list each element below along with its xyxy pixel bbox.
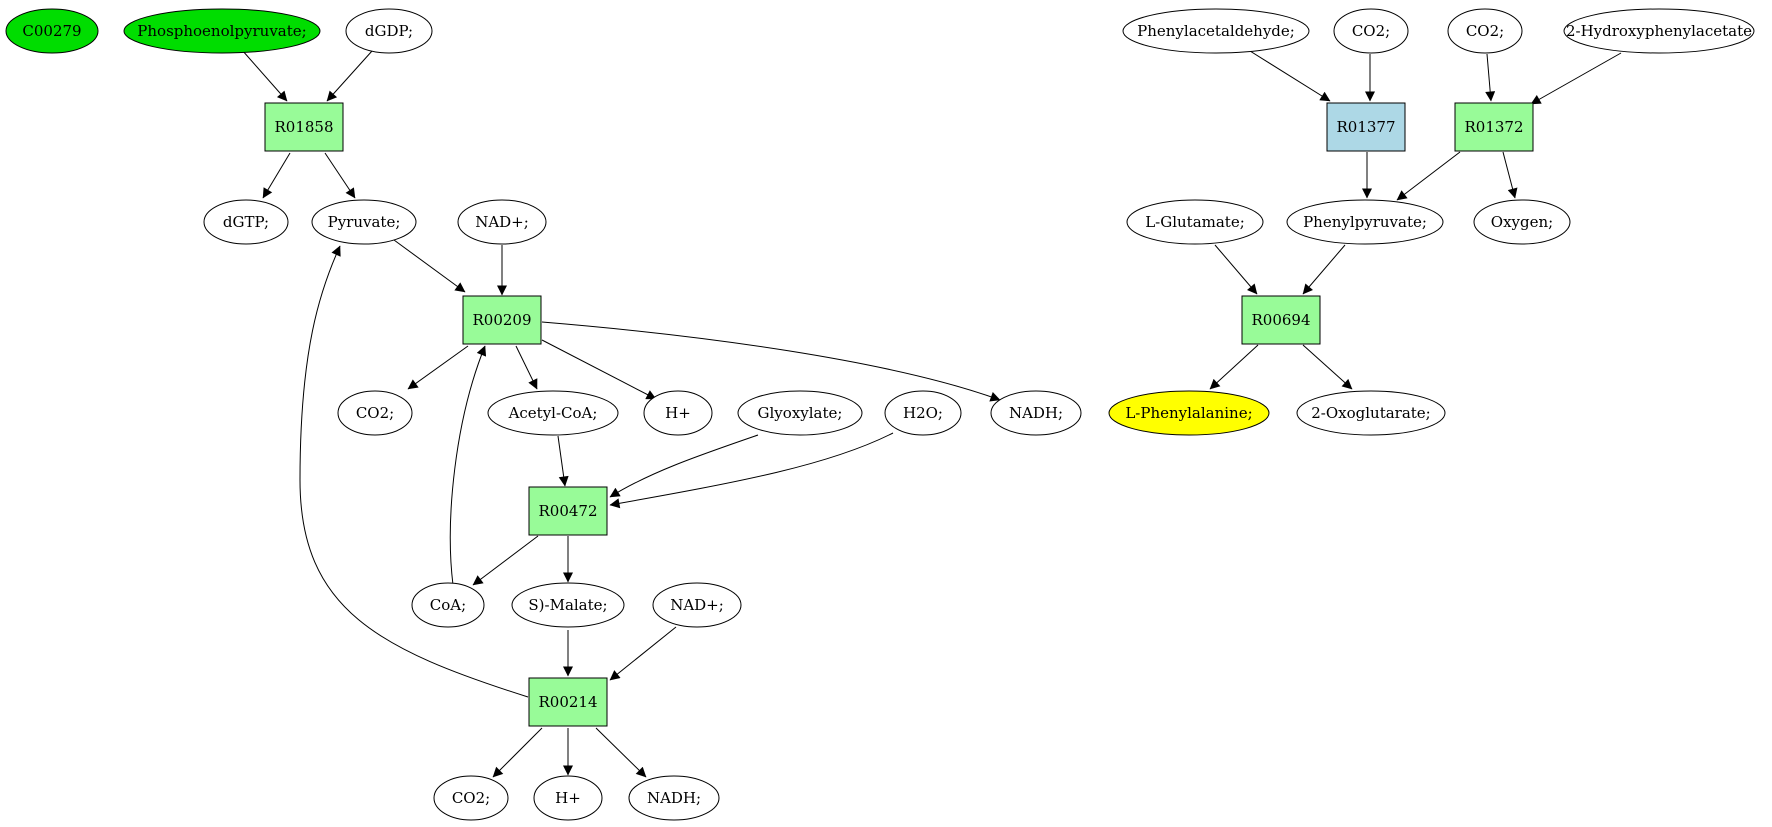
edge-glutamate-r00694 — [1214, 244, 1258, 295]
edge-hydroxy-r01372 — [1530, 52, 1622, 105]
compound-label: L-Phenylalanine; — [1125, 404, 1252, 422]
edge-r00214-nadhb — [595, 727, 647, 778]
compound-oxygen[interactable]: Oxygen; — [1473, 199, 1571, 245]
compound-label: Oxygen; — [1491, 213, 1553, 231]
compound-label: NADH; — [1009, 404, 1063, 422]
compound-pyruvate[interactable]: Pyruvate; — [311, 199, 417, 245]
compound-label: CO2; — [452, 789, 490, 807]
compound-label: H+ — [555, 789, 581, 807]
edge-r01372-oxygen — [1502, 151, 1518, 199]
compound-co2-d[interactable]: CO2; — [1447, 8, 1523, 54]
edge-phenylpyruvate-r00694 — [1302, 244, 1346, 295]
edge-r00472-coa — [472, 535, 539, 586]
compound-c00279[interactable]: C00279 — [5, 8, 99, 54]
compound-label: Phenylacetaldehyde; — [1137, 22, 1295, 40]
compound-label: Pyruvate; — [328, 213, 401, 231]
compound-nad-2[interactable]: NAD+; — [652, 582, 742, 628]
compound-label: Glyoxylate; — [758, 404, 843, 422]
reaction-r01377[interactable]: R01377 — [1326, 102, 1406, 152]
compound-label: dGDP; — [365, 22, 413, 40]
compound-label: CO2; — [356, 404, 394, 422]
compound-phosphoenolpyruvate[interactable]: Phosphoenolpyruvate; — [123, 8, 321, 54]
edge-r00209-acetylcoa — [515, 345, 538, 390]
compound-s-malate[interactable]: S)-Malate; — [511, 582, 625, 628]
compound-l-glutamate[interactable]: L-Glutamate; — [1126, 199, 1264, 245]
compound-label: CO2; — [1466, 22, 1504, 40]
edge-co2d-r01372 — [1485, 53, 1496, 102]
edge-r00209-h — [541, 339, 657, 400]
edge-phenylacetaldehyde-r01377 — [1249, 50, 1331, 102]
edge-r00214-pyruvate — [299, 245, 529, 698]
reaction-r01858[interactable]: R01858 — [264, 102, 344, 152]
reaction-r00214[interactable]: R00214 — [528, 677, 608, 727]
edge-pep-r01858 — [241, 49, 288, 102]
compound-nad-1[interactable]: NAD+; — [457, 199, 547, 245]
compound-l-phenylalanine[interactable]: L-Phenylalanine; — [1108, 390, 1270, 436]
edge-glyoxylate-r00472 — [609, 434, 759, 498]
compound-nadh-b[interactable]: NADH; — [628, 775, 720, 821]
compound-coa[interactable]: CoA; — [411, 582, 485, 628]
compound-co2-b[interactable]: CO2; — [433, 775, 509, 821]
reaction-label: R01858 — [274, 118, 333, 136]
edge-dgdp-r01858 — [326, 50, 373, 102]
compound-acetyl-coa[interactable]: Acetyl-CoA; — [487, 390, 619, 436]
compound-label: CoA; — [430, 596, 466, 614]
reaction-label: R01377 — [1336, 118, 1395, 136]
reaction-label: R00209 — [472, 311, 531, 329]
compound-h-b[interactable]: H+ — [533, 775, 603, 821]
edge-r00694-phenylalanine — [1209, 344, 1259, 390]
compound-label: NAD+; — [670, 596, 724, 614]
compound-label: 2-Hydroxyphenylacetate — [1566, 22, 1752, 40]
compound-h2o[interactable]: H2O; — [884, 390, 962, 436]
reaction-label: R00694 — [1251, 311, 1310, 329]
compound-nadh-a[interactable]: NADH; — [990, 390, 1082, 436]
compound-label: dGTP; — [223, 213, 269, 231]
compound-phenylacetaldehyde[interactable]: Phenylacetaldehyde; — [1122, 8, 1310, 54]
reaction-r00694[interactable]: R00694 — [1241, 295, 1321, 345]
compound-label: NADH; — [647, 789, 701, 807]
nodes: C00279 Phosphoenolpyruvate; dGDP; dGTP; … — [5, 8, 1755, 821]
compound-dgtp[interactable]: dGTP; — [203, 199, 289, 245]
edge-acetylcoa-r00472 — [557, 435, 569, 487]
compound-label: CO2; — [1352, 22, 1390, 40]
compound-label: S)-Malate; — [528, 596, 607, 614]
compound-2-oxoglutarate[interactable]: 2-Oxoglutarate; — [1296, 390, 1446, 436]
compound-2-hydroxyphenylacetate[interactable]: 2-Hydroxyphenylacetate — [1563, 8, 1755, 54]
reaction-label: R00472 — [538, 502, 597, 520]
edges — [241, 49, 1622, 778]
edge-r01372-phenylpyruvate — [1396, 151, 1461, 201]
compound-label: NAD+; — [475, 213, 529, 231]
reaction-r01372[interactable]: R01372 — [1454, 102, 1534, 152]
edge-h2o-r00472 — [609, 432, 894, 509]
compound-label: Phosphoenolpyruvate; — [137, 22, 306, 40]
edge-nad2-r00214 — [609, 626, 677, 681]
edge-r01858-pyruvate — [324, 152, 356, 199]
compound-co2-a[interactable]: CO2; — [337, 390, 413, 436]
edge-pyruvate-r00209 — [393, 239, 466, 293]
compound-dgdp[interactable]: dGDP; — [345, 8, 433, 54]
reaction-label: R01372 — [1464, 118, 1523, 136]
edge-r00209-co2a — [407, 345, 469, 390]
compound-h-a[interactable]: H+ — [643, 390, 713, 436]
compound-label: Phenylpyruvate; — [1303, 213, 1427, 231]
edge-r00214-co2b — [492, 727, 543, 778]
edge-r00209-nadh — [541, 321, 1001, 402]
reaction-label: R00214 — [538, 693, 597, 711]
compound-glyoxylate[interactable]: Glyoxylate; — [737, 390, 863, 436]
edge-r00694-oxoglutarate — [1302, 344, 1353, 390]
compound-label: C00279 — [22, 22, 81, 40]
compound-label: 2-Oxoglutarate; — [1311, 404, 1431, 422]
compound-label: L-Glutamate; — [1145, 213, 1245, 231]
compound-label: H+ — [665, 404, 691, 422]
edge-coa-r00209 — [449, 345, 487, 586]
compound-label: H2O; — [903, 404, 943, 422]
reaction-r00472[interactable]: R00472 — [528, 486, 608, 536]
reaction-r00209[interactable]: R00209 — [462, 295, 542, 345]
compound-co2-c[interactable]: CO2; — [1333, 8, 1409, 54]
compound-label: Acetyl-CoA; — [508, 404, 598, 422]
edge-r01858-dgtp — [262, 152, 291, 199]
compound-phenylpyruvate[interactable]: Phenylpyruvate; — [1286, 199, 1444, 245]
